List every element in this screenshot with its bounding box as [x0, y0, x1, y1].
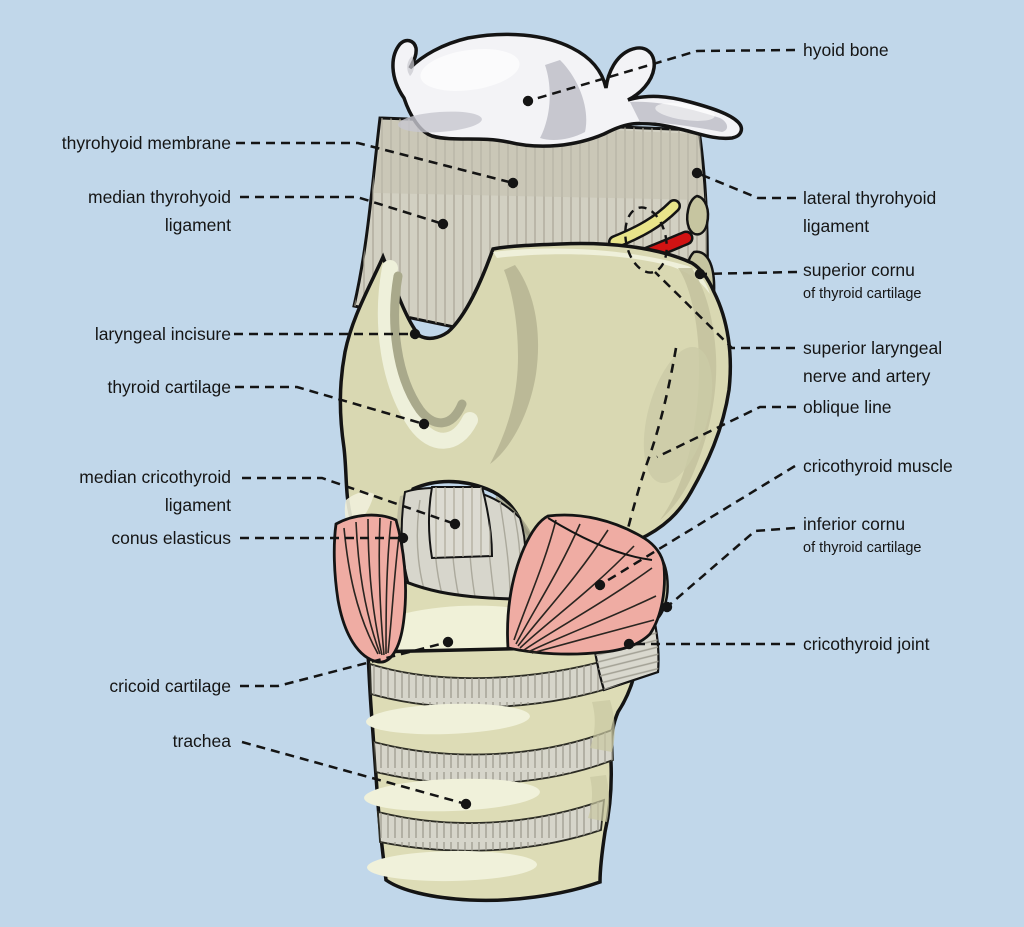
- oblique-line-curve: [620, 347, 678, 553]
- leader-superior-cornu: [699, 270, 798, 276]
- leader-thyroid-cartilage: [235, 385, 425, 426]
- leader-lines: [234, 48, 798, 806]
- label-thyroid-cartilage: thyroid cartilage: [107, 377, 231, 397]
- leader-dots: [397, 95, 706, 810]
- label-laryngeal-incisure: laryngeal incisure: [94, 324, 231, 344]
- leader-trachea: [241, 740, 467, 806]
- leader-thyrohyoid-membrane: [236, 141, 514, 185]
- label-conus-elasticus: conus elasticus: [111, 528, 231, 548]
- label-superior-cornu: superior cornu of thyroid cartilage: [803, 260, 922, 302]
- cricothyroid-muscle-right: [506, 513, 666, 656]
- leader-lateral-thyrohyoid-ligament: [696, 171, 796, 200]
- vessel-marker-ellipse: [624, 206, 668, 274]
- label-trachea: trachea: [172, 731, 231, 751]
- label-median-cricothyroid-ligament: median cricothyroid ligament: [79, 467, 231, 515]
- label-median-thyrohyoid-ligament: median thyrohyoid ligament: [88, 187, 231, 235]
- leader-inferior-cornu: [666, 526, 796, 608]
- leader-hyoid-bone: [527, 48, 796, 103]
- leader-cricothyroid-muscle: [599, 464, 796, 587]
- leader-superior-laryngeal: [654, 271, 795, 350]
- label-thyrohyoid-membrane: thyrohyoid membrane: [61, 133, 231, 153]
- leader-cricoid-cartilage: [240, 640, 449, 688]
- label-inferior-cornu: inferior cornu of thyroid cartilage: [803, 514, 922, 556]
- label-cricothyroid-joint: cricothyroid joint: [803, 634, 930, 654]
- hyoid-bone-shape: [391, 32, 744, 148]
- leader-median-cricothyroid-ligament: [242, 476, 456, 526]
- median-cricothyroid-ligament-shape: [428, 486, 494, 560]
- label-cricoid-cartilage: cricoid cartilage: [109, 676, 231, 696]
- cricothyroid-muscle-left: [332, 513, 407, 664]
- label-cricothyroid-muscle: cricothyroid muscle: [803, 456, 953, 476]
- lateral-thyrohyoid-cartilage-nodule: [686, 194, 710, 236]
- label-hyoid-bone: hyoid bone: [803, 40, 889, 60]
- label-superior-laryngeal: superior laryngeal nerve and artery: [803, 338, 943, 386]
- leader-median-thyrohyoid-ligament: [240, 195, 444, 226]
- label-lateral-thyrohyoid-ligament: lateral thyrohyoid ligament: [803, 188, 937, 236]
- leader-oblique-line: [656, 405, 796, 459]
- trachea-shape: [364, 644, 642, 903]
- label-oblique-line: oblique line: [803, 397, 892, 417]
